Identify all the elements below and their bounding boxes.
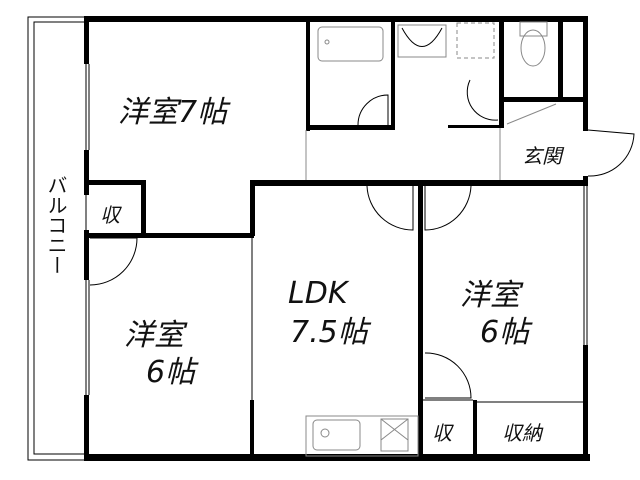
room-label-ldk: LDK (288, 276, 350, 311)
room-label-western-left: 洋室 (124, 318, 188, 353)
room-label-western-right: 洋室 (460, 278, 524, 313)
bathtub-icon (317, 26, 384, 62)
toilet-icon (519, 21, 548, 67)
room-size-ldk: 7.5帖 (290, 315, 372, 350)
room-label-closet: 収納 (502, 421, 544, 445)
room-label-western-7: 洋室7帖 (118, 95, 231, 130)
door-swings (89, 79, 635, 399)
interior-walls (84, 16, 588, 458)
room-label-entrance: 玄関 (522, 144, 565, 168)
room-label-storage-left: 収 (100, 203, 122, 227)
balcony-label: バルコニー (44, 175, 68, 275)
balcony: バルコニー (27, 16, 87, 461)
windows (85, 64, 588, 395)
room-label-storage-small: 収 (432, 421, 454, 445)
room-size-western-right: 6帖 (480, 315, 533, 350)
washbasin-icon (397, 24, 447, 58)
kitchen-counter-icon (305, 415, 419, 457)
room-size-western-left: 6帖 (146, 355, 199, 390)
washing-machine-space-icon (456, 22, 495, 59)
outer-walls (84, 16, 590, 461)
